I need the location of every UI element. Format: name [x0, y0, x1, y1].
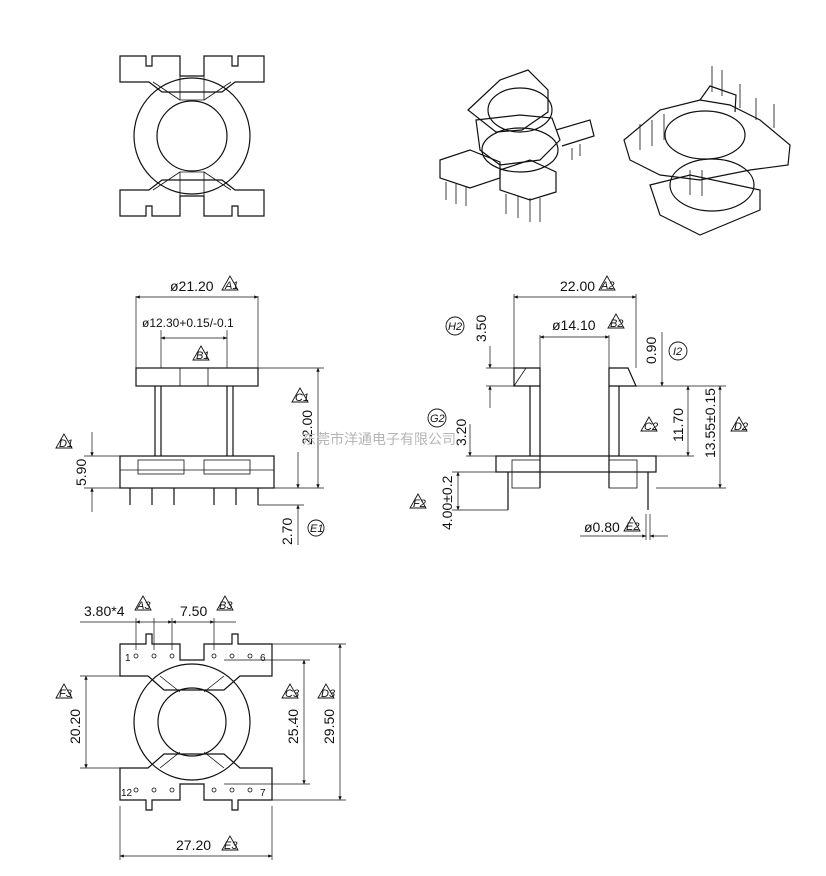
marker-b2: B2	[610, 318, 623, 330]
pin-label-1: 1	[125, 653, 131, 664]
marker-h2: H2	[448, 321, 462, 333]
dim-c2: 11.70	[670, 408, 686, 442]
marker-d3: D3	[321, 688, 336, 700]
marker-b1: B1	[196, 350, 209, 362]
dim-side-width: 22.00	[560, 278, 595, 294]
dim-f2: 4.00±0.2	[439, 475, 455, 530]
dim-pin-dia: ø0.80	[584, 519, 620, 535]
dim-inner-dia: ø12.30+0.15/-0.1	[142, 316, 234, 330]
marker-c3: C3	[285, 688, 300, 700]
marker-d1: D1	[59, 438, 73, 450]
marker-a2: A2	[600, 280, 614, 292]
marker-g2: G2	[430, 413, 445, 425]
dim-height-c1: 22.00	[299, 410, 315, 445]
dim-d2: 13.55±0.15	[702, 388, 718, 458]
side-view	[452, 294, 726, 540]
marker-a1: A1	[224, 280, 238, 292]
marker-f3: F3	[59, 688, 73, 700]
dim-dia-b2: ø14.10	[552, 317, 596, 333]
marker-i2: I2	[673, 346, 682, 358]
dim-pitch: 3.80*4	[84, 603, 125, 619]
pin-label-12: 12	[121, 788, 133, 799]
dim-g2: 3.20	[453, 419, 469, 446]
front-view	[84, 295, 324, 545]
dim-base-height: 5.90	[73, 459, 89, 486]
dim-pin-len: 2.70	[279, 518, 295, 545]
marker-e3: E3	[224, 840, 238, 852]
marker-c2: C2	[644, 421, 658, 433]
dim-top-width: ø21.20	[170, 278, 214, 294]
marker-c1: C1	[295, 392, 309, 404]
dim-bottom-width: 27.20	[176, 837, 211, 853]
marker-e1: E1	[310, 523, 323, 535]
dim-d3: 29.50	[321, 709, 337, 744]
dim-i2: 0.90	[643, 337, 659, 364]
marker-a3: A3	[136, 600, 151, 612]
marker-b3: B3	[219, 600, 233, 612]
dim-h2: 3.50	[473, 315, 489, 342]
top-plan-view	[119, 55, 265, 217]
pin-label-7: 7	[260, 788, 266, 799]
marker-f2: F2	[413, 498, 426, 510]
isometric-view-right	[623, 66, 791, 236]
watermark: 东莞市洋通电子有限公司	[302, 431, 456, 448]
dim-c3: 25.40	[285, 709, 301, 744]
isometric-view-left	[439, 69, 595, 222]
bottom-view	[80, 618, 346, 860]
dim-gap: 7.50	[180, 603, 207, 619]
pin-label-6: 6	[260, 653, 266, 664]
marker-d2: D2	[734, 421, 748, 433]
marker-e2: E2	[626, 521, 639, 533]
dim-f3: 20.20	[67, 709, 83, 744]
